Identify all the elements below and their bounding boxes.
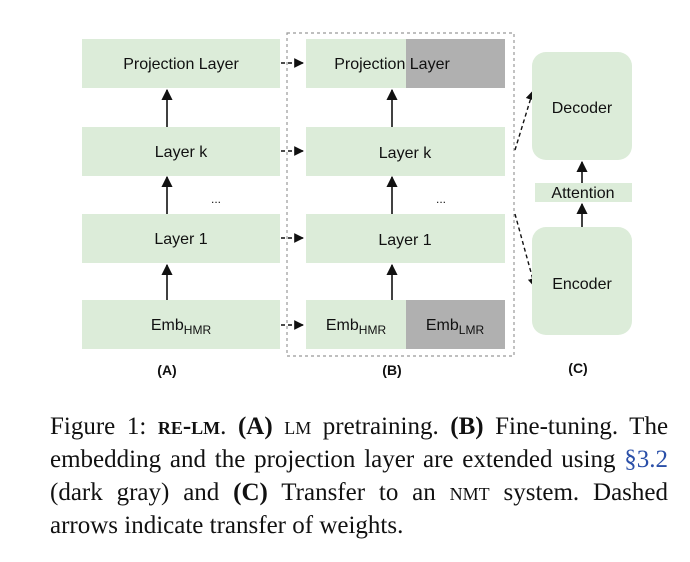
b-emb-lmr-base: Emb bbox=[426, 317, 459, 334]
c-decoder-label: Decoder bbox=[552, 100, 613, 117]
c-attention-box bbox=[535, 183, 632, 202]
caption-section-link[interactable]: §3.2 bbox=[624, 446, 668, 473]
c-decoder-box bbox=[532, 52, 632, 160]
c-encoder-box bbox=[532, 227, 632, 335]
c-attention-label: Attention bbox=[551, 185, 614, 202]
b-dashed-frame bbox=[286, 32, 515, 357]
panel-b-label: (B) bbox=[382, 362, 401, 378]
transfer-arrow-to-decoder bbox=[514, 90, 536, 151]
b-emb-hmr-base: Emb bbox=[326, 317, 359, 334]
a-layer-1-label: Layer 1 bbox=[154, 231, 207, 248]
a-emb-sub: HMR bbox=[184, 323, 212, 337]
b-layer-k-label: Layer k bbox=[379, 145, 432, 162]
a-emb-base: Emb bbox=[151, 317, 184, 334]
transfer-arrows-b-c bbox=[514, 90, 538, 288]
figure-caption: Figure 1: re-lm. (A) lm pretraining. (B)… bbox=[50, 410, 668, 542]
caption-text-4: Fine-tuning. The embedding and the proje… bbox=[50, 413, 669, 473]
b-emb-hmr-sub: HMR bbox=[359, 323, 387, 337]
a-embedding-box bbox=[82, 300, 280, 349]
a-layer-k-box bbox=[82, 127, 280, 176]
caption-a: (A) bbox=[237, 413, 273, 440]
caption-text-1: . bbox=[220, 413, 238, 440]
caption-lm: lm bbox=[284, 413, 312, 440]
caption-figure-number: Figure 1: bbox=[50, 413, 158, 440]
b-projection-label-left: Projection bbox=[334, 56, 410, 73]
b-layer-k-box bbox=[306, 127, 505, 176]
a-projection-label: Projection Layer bbox=[123, 56, 239, 73]
c-encoder-label: Encoder bbox=[552, 276, 612, 293]
b-projection-extension bbox=[406, 39, 505, 88]
b-ellipsis: ... bbox=[436, 192, 446, 206]
b-layer-1-box bbox=[306, 214, 505, 263]
b-embedding-hmr-label: EmbHMR bbox=[326, 317, 387, 337]
b-projection-box bbox=[306, 39, 406, 88]
a-projection-box bbox=[82, 39, 280, 88]
caption-text-2 bbox=[273, 413, 285, 440]
caption-relm: re-lm bbox=[157, 413, 221, 440]
caption-text-3: pretraining. bbox=[311, 413, 451, 440]
caption-nmt: nmt bbox=[449, 479, 490, 506]
a-embedding-label: EmbHMR bbox=[151, 317, 212, 337]
transfer-arrow-to-encoder bbox=[514, 213, 538, 288]
caption-text-6: Transfer to an bbox=[267, 479, 450, 506]
a-layer-1-box bbox=[82, 214, 280, 263]
b-embedding-lmr-label: EmbLMR bbox=[426, 317, 485, 337]
a-ellipsis: ... bbox=[211, 192, 221, 206]
caption-b: (B) bbox=[450, 413, 484, 440]
b-emb-lmr-sub: LMR bbox=[459, 323, 485, 337]
panel-c-label: (C) bbox=[568, 360, 587, 376]
caption-c: (C) bbox=[233, 479, 268, 506]
panel-c: Decoder Attention Encoder (C) bbox=[532, 52, 632, 376]
b-projection-label-right: Layer bbox=[410, 56, 451, 73]
caption-text-7: system. Dashed arrows indicate transfer … bbox=[50, 479, 669, 539]
panel-a-label: (A) bbox=[157, 362, 176, 378]
b-projection-label: Projection Layer bbox=[334, 56, 450, 73]
panel-b: Projection Layer Layer k ... Layer 1 Emb… bbox=[286, 32, 515, 378]
b-embedding-lmr-box bbox=[406, 300, 505, 349]
panel-a: Projection Layer Layer k ... Layer 1 Emb… bbox=[82, 39, 280, 378]
a-layer-k-label: Layer k bbox=[155, 144, 208, 161]
caption-text-5: (dark gray) and bbox=[50, 479, 234, 506]
b-embedding-hmr-box bbox=[306, 300, 406, 349]
transfer-arrows-a-b bbox=[281, 58, 304, 330]
b-layer-1-label: Layer 1 bbox=[378, 232, 431, 249]
architecture-diagram: Projection Layer Layer k ... Layer 1 Emb… bbox=[82, 32, 632, 378]
